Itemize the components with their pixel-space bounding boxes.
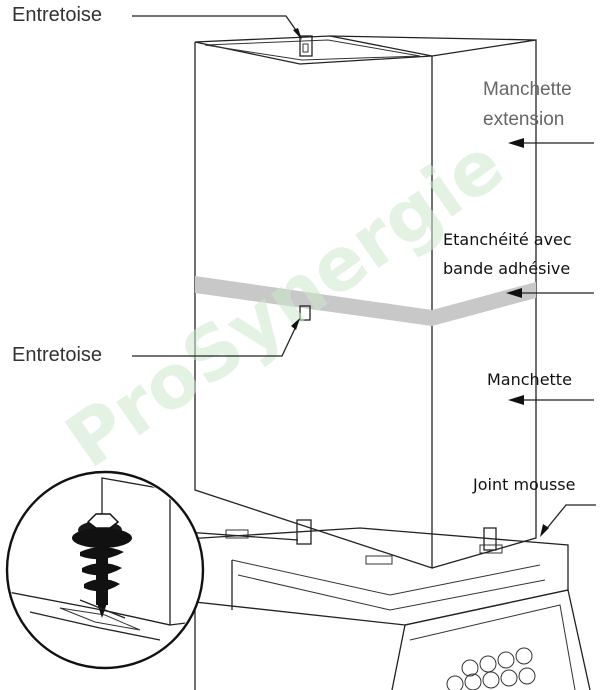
base-unit xyxy=(169,527,591,690)
label-etancheite-2: bande adhésive xyxy=(443,259,570,278)
arrowhead-entretoise-top xyxy=(293,28,302,40)
label-manchette-extension-1: Manchette xyxy=(483,79,572,100)
label-etancheite-1: Etanchéité avec xyxy=(443,230,572,249)
leader-entretoise-mid xyxy=(132,321,299,357)
label-manchette: Manchette xyxy=(487,370,572,389)
watermark-text: ProSynergie xyxy=(51,121,519,485)
arrowhead-etancheite xyxy=(506,288,522,298)
vent-holes xyxy=(446,647,536,690)
spacer-clips xyxy=(296,35,497,551)
arrowhead-manchette xyxy=(508,395,524,405)
arrowhead-joint-mousse xyxy=(540,524,549,537)
leader-entretoise-top xyxy=(132,15,301,37)
label-entretoise-mid: Entretoise xyxy=(12,344,102,366)
leader-joint-mousse xyxy=(543,504,596,533)
screw-detail-inset xyxy=(5,470,299,670)
label-manchette-extension-2: extension xyxy=(483,109,564,130)
label-joint-mousse: Joint mousse xyxy=(472,475,575,494)
arrowhead-entretoise-mid xyxy=(291,318,300,330)
arrowhead-manchette-extension xyxy=(508,138,524,148)
label-entretoise-top: Entretoise xyxy=(12,4,102,26)
